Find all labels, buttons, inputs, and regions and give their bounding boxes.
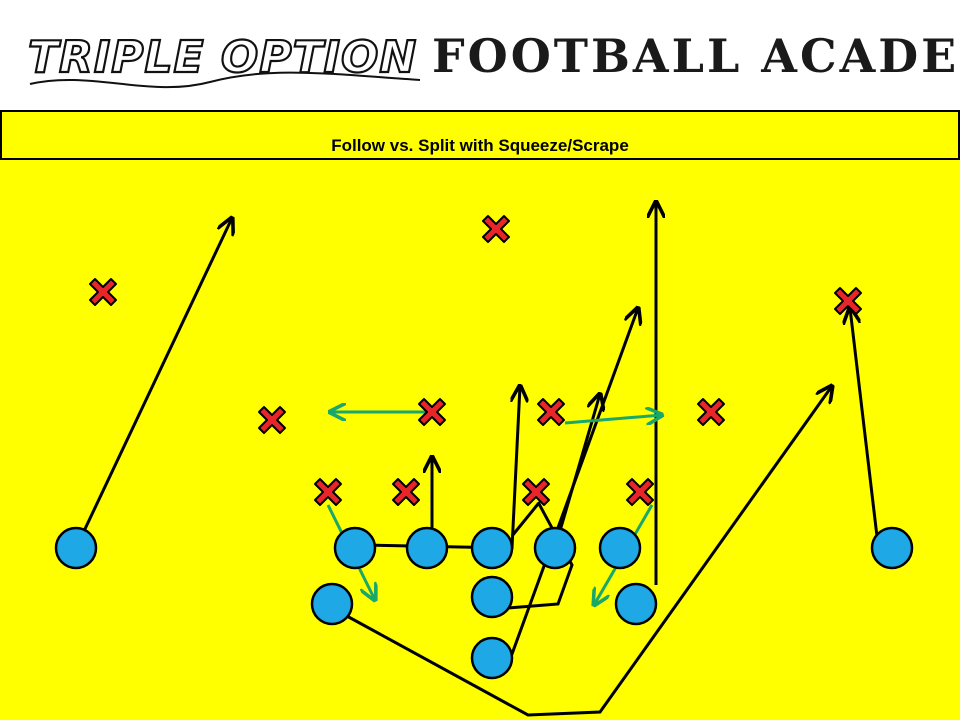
defense-left-end <box>314 478 342 506</box>
brand-right-text: FOOTBALL ACADEMY <box>432 29 960 83</box>
brand-logo: TRIPLE OPTION FOOTBALL ACADEMY <box>27 29 960 89</box>
offense-fullback <box>470 636 514 680</box>
offense-left-slotback <box>310 582 354 626</box>
offense-right-wide-receiver <box>870 526 914 570</box>
offense-left-wide-receiver <box>54 526 98 570</box>
defense-safety <box>482 215 510 243</box>
brand-left-text: TRIPLE OPTION <box>28 32 417 83</box>
play-title-bar: Follow vs. Split with Squeeze/Scrape <box>0 110 960 160</box>
offense-right-slotback <box>614 582 658 626</box>
play-diagram-field <box>0 160 960 720</box>
offense-quarterback <box>470 575 514 619</box>
defense-right-cornerback <box>834 287 862 315</box>
route-slot-option-pitch <box>344 386 832 717</box>
play-diagram <box>54 160 914 717</box>
defense-left-cornerback <box>89 278 117 306</box>
offense-right-guard <box>533 526 577 570</box>
offense-center <box>470 526 514 570</box>
route-center-block <box>510 503 540 537</box>
brand-swash <box>29 71 421 89</box>
offense-routes <box>74 202 880 717</box>
defense-players <box>89 215 862 506</box>
offense-left-tackle <box>333 526 377 570</box>
defense-right-end <box>626 478 654 506</box>
defense-left-tackle <box>392 478 420 506</box>
defense-left-outside-linebacker <box>258 406 286 434</box>
defense-right-inside-linebacker <box>537 398 565 426</box>
defense-right-tackle <box>522 478 550 506</box>
offense-players <box>54 526 914 680</box>
offense-right-tackle <box>598 526 642 570</box>
route-left-wide-receiver <box>74 218 232 549</box>
defense-right-outside-linebacker <box>697 398 725 426</box>
play-title: Follow vs. Split with Squeeze/Scrape <box>331 136 629 155</box>
route-halfback-dive <box>506 308 638 666</box>
offense-left-guard <box>405 526 449 570</box>
path-linebacker-scrape-right <box>564 415 662 423</box>
route-right-wide-receiver <box>850 308 880 546</box>
site-header: TRIPLE OPTION FOOTBALL ACADEMY <box>0 0 960 108</box>
